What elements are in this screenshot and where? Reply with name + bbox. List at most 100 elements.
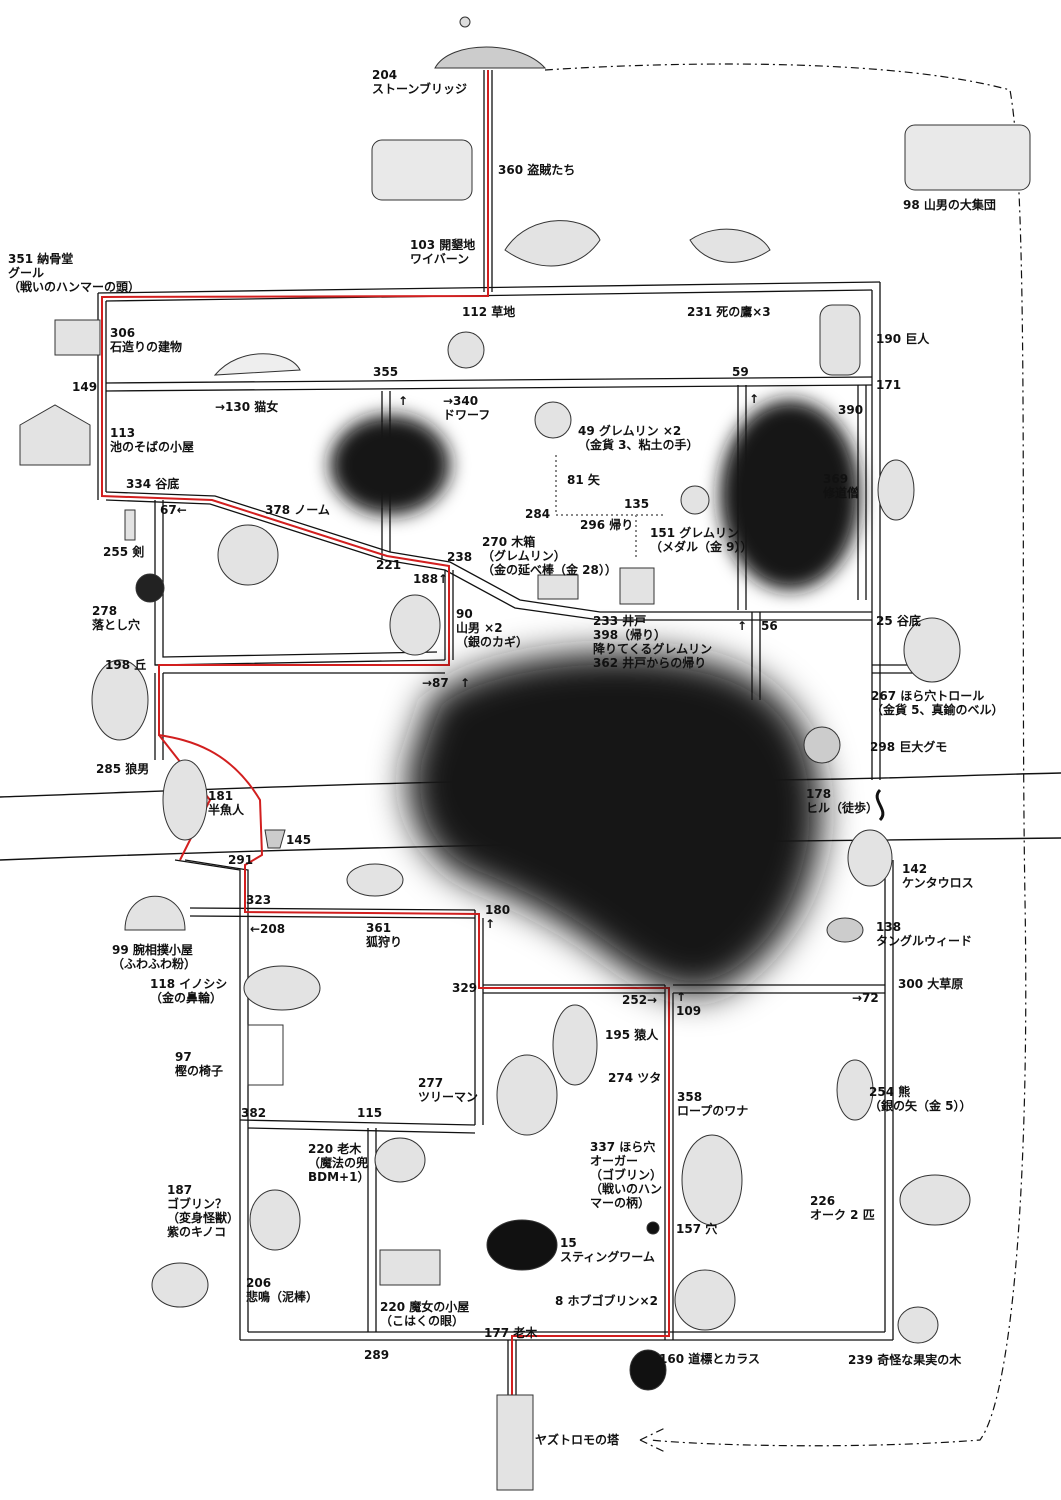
label-stingworm: 15 スティングワーム bbox=[560, 1236, 655, 1264]
junction-59: 59 bbox=[732, 365, 749, 379]
label-tanglewood: 138 タングルウィード bbox=[876, 920, 973, 948]
gnome-icon bbox=[217, 524, 279, 586]
label-hole-157: 157 穴 bbox=[676, 1222, 718, 1236]
label-ivy: 274 ツタ bbox=[608, 1071, 662, 1085]
label-bear: 254 熊 （銀の矢（金 5）） bbox=[869, 1085, 972, 1113]
hawk-icon bbox=[689, 228, 771, 263]
label-monk: 369 修道僧 bbox=[823, 472, 860, 500]
junction-284: 284 bbox=[525, 507, 551, 521]
crow-icon bbox=[629, 1349, 667, 1391]
label-fox-hunt: 361 狐狩り bbox=[366, 921, 403, 949]
label-old-tree-177: 177 老木 bbox=[484, 1326, 538, 1340]
label-signpost-crow: 160 道標とカラス bbox=[659, 1352, 760, 1366]
junction-252: 252→ bbox=[622, 993, 658, 1007]
tanglewood-icon bbox=[826, 917, 864, 943]
label-cat-woman: →130 猫女 bbox=[215, 400, 279, 414]
junction-390: 390 bbox=[838, 403, 864, 417]
label-werewolf: 285 狼男 bbox=[96, 762, 150, 776]
troll-icon bbox=[903, 617, 961, 683]
ogre-icon bbox=[681, 1134, 743, 1226]
label-clearing-wyvern: 103 開墾地 ワイバーン bbox=[410, 238, 476, 266]
label-witch-hut: 220 魔女の小屋 （こはくの眼） bbox=[380, 1300, 470, 1328]
hole-icon bbox=[646, 1221, 660, 1235]
label-ape-man: 195 猿人 bbox=[605, 1028, 659, 1042]
label-death-hawks: 231 死の鷹×3 bbox=[687, 305, 771, 319]
label-hill: 198 丘 bbox=[105, 658, 147, 672]
orc-icon bbox=[899, 1174, 971, 1226]
label-stone-building: 306 石造りの建物 bbox=[110, 326, 183, 354]
label-wrestler-hut: 99 腕相撲小屋 （ふわふわ粉） bbox=[112, 943, 197, 971]
stone-bridge-icon bbox=[434, 16, 547, 69]
label-gremlins-49: 49 グレムリン ×2 （金貨 3、粘土の手） bbox=[578, 424, 699, 452]
junction-135: 135 bbox=[624, 497, 650, 511]
fruit-tree-icon bbox=[897, 1306, 939, 1344]
label-gremlin-151: 151 グレムリン （メダル（金 9）） bbox=[650, 526, 753, 554]
label-tree-man: 277 ツリーマン bbox=[418, 1076, 479, 1104]
fox-icon bbox=[346, 863, 404, 897]
junction-238: 238 bbox=[447, 550, 473, 564]
tree-icon bbox=[374, 1137, 426, 1183]
label-centaur: 142 ケンタウロス bbox=[902, 862, 974, 890]
junction-67: 67← bbox=[160, 503, 187, 517]
label-bandits: 360 盗賊たち bbox=[498, 163, 576, 177]
junction-arrow-1: ↑ bbox=[398, 394, 409, 408]
junction-180: 180 ↑ bbox=[485, 903, 511, 931]
dome-hut-icon bbox=[124, 895, 186, 931]
junction-87: →87 bbox=[422, 676, 449, 690]
junction-329: 329 bbox=[452, 981, 478, 995]
junction-188: 188↑ bbox=[413, 572, 449, 586]
label-leech: 178 ヒル（徒歩） bbox=[806, 787, 879, 815]
label-meadow: 112 草地 bbox=[462, 305, 516, 319]
dashed-path bbox=[544, 63, 1027, 1453]
junction-56: 56 bbox=[761, 619, 778, 633]
stairs-icon bbox=[54, 319, 101, 356]
route-path bbox=[101, 70, 670, 1395]
junction-355: 355 bbox=[373, 365, 399, 379]
label-giant: 190 巨人 bbox=[876, 332, 930, 346]
label-old-tree-220: 220 老木 （魔法の兜 BDM+1） bbox=[308, 1142, 370, 1184]
well-icon bbox=[619, 567, 655, 605]
label-rope-trap: 358 ロープのワナ bbox=[677, 1090, 749, 1118]
label-mountain-men-90: 90 山男 ×2 （銀のカギ） bbox=[456, 607, 529, 649]
sword-icon bbox=[124, 509, 136, 541]
label-ossuary-ghoul: 351 納骨堂 グール （戦いのハンマーの頭） bbox=[8, 252, 141, 294]
dwarf-icon bbox=[447, 331, 485, 369]
label-giant-spider: 298 巨大グモ bbox=[870, 740, 948, 754]
witch-hut-icon bbox=[379, 1249, 441, 1286]
goblin-icon bbox=[249, 1189, 301, 1251]
fog-of-war bbox=[330, 400, 860, 995]
junction-arrow-4: ↑ bbox=[460, 676, 471, 690]
junction-323: 323 bbox=[246, 893, 272, 907]
label-arrow-81: 81 矢 bbox=[567, 473, 600, 487]
ape-icon bbox=[552, 1004, 598, 1086]
label-hobgoblins: 8 ホブゴブリン×2 bbox=[555, 1294, 658, 1308]
label-goblin-187: 187 ゴブリン？ （変身怪獣） 紫のキノコ bbox=[167, 1183, 240, 1239]
werewolf-icon bbox=[91, 659, 149, 741]
label-return-296: 296 帰り bbox=[580, 518, 634, 532]
mushroom-icon bbox=[151, 1262, 209, 1308]
label-wooden-box: 270 木箱 （グレムリン） （金の延べ棒（金 28）） bbox=[482, 535, 617, 577]
junction-221: 221 bbox=[376, 558, 402, 572]
hut-icon bbox=[19, 404, 91, 466]
label-valley-25: 25 谷底 bbox=[876, 614, 921, 628]
spider-icon bbox=[803, 726, 841, 764]
stingworm-icon bbox=[486, 1219, 558, 1271]
label-well: 233 井戸 398（帰り） 降りてくるグレムリン 362 井戸からの帰り bbox=[593, 614, 713, 670]
label-mountain-men-horde: 98 山男の大集団 bbox=[903, 198, 996, 212]
tree-man-icon bbox=[496, 1054, 558, 1136]
label-fishman: 181 半魚人 bbox=[208, 789, 245, 817]
gremlin-trail bbox=[555, 455, 665, 560]
label-boar: 118 イノシシ （金の鼻輪） bbox=[150, 977, 228, 1005]
bear-icon bbox=[836, 1059, 874, 1121]
leech-icon bbox=[875, 788, 885, 822]
horde-icon bbox=[904, 124, 1031, 191]
bandits-icon bbox=[371, 139, 473, 201]
junction-arrow-3: ↑ bbox=[737, 619, 748, 633]
box-icon bbox=[537, 574, 579, 600]
junction-171: 171 bbox=[876, 378, 902, 392]
gremlin-icon bbox=[534, 401, 572, 439]
label-valley-334: 334 谷底 bbox=[126, 477, 180, 491]
label-wail: 206 悲鳴（泥棒） bbox=[246, 1276, 319, 1304]
label-cave-troll: 267 ほら穴トロール （金貨 5、真鍮のベル） bbox=[871, 689, 1004, 717]
